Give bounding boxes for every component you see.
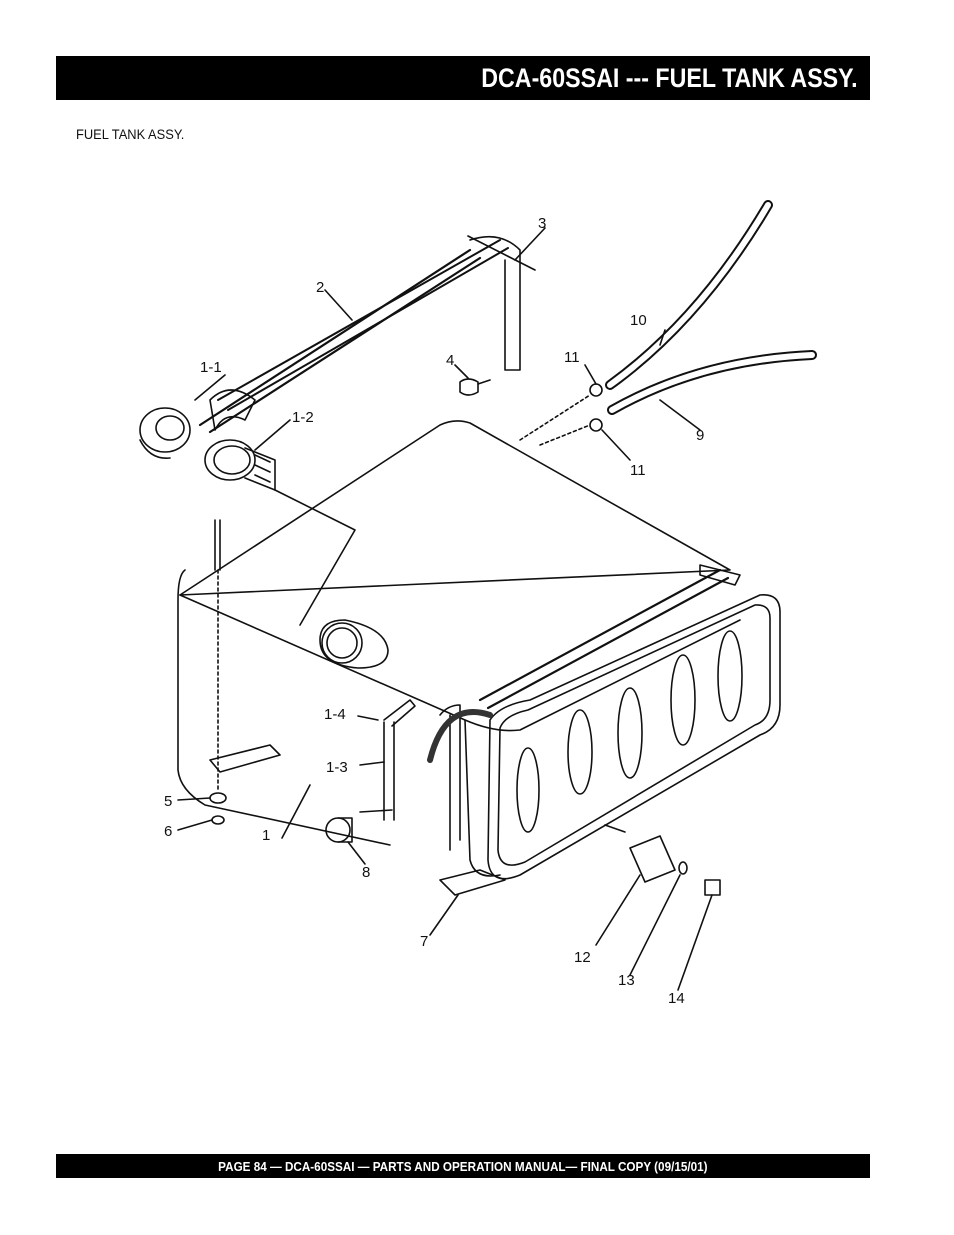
callout-1-1: 1-1 — [200, 359, 222, 376]
callout-12: 12 — [574, 949, 591, 966]
callout-13: 13 — [618, 972, 635, 989]
callout-7: 7 — [420, 933, 428, 950]
fuel-tank-body — [177, 248, 781, 896]
callout-1-2: 1-2 — [292, 409, 314, 426]
footer-bar: PAGE 84 — DCA-60SSAI — PARTS AND OPERATI… — [56, 1154, 870, 1178]
fuel-strainer — [204, 439, 276, 491]
callout-10: 10 — [630, 312, 647, 329]
callout-3: 3 — [538, 215, 546, 232]
callout-4: 4 — [446, 352, 454, 369]
callout-1-3: 1-3 — [326, 759, 348, 776]
callout-9: 9 — [696, 427, 704, 444]
page-title: DCA-60SSAI --- FUEL TANK ASSY. — [481, 62, 858, 93]
callout-1-4: 1-4 — [324, 706, 346, 723]
callout-2: 2 — [316, 279, 324, 296]
callout-11-lower: 11 — [630, 462, 646, 479]
fuel-tank-exploded-diagram: 1 1-1 1-2 1-3 1-4 2 3 4 5 6 7 8 9 10 11 … — [139, 200, 817, 1007]
header-bar: DCA-60SSAI --- FUEL TANK ASSY. — [56, 56, 870, 100]
fuel-cap — [139, 407, 191, 459]
callout-1: 1 — [262, 827, 270, 844]
callout-14: 14 — [668, 990, 685, 1007]
callout-6: 6 — [164, 823, 172, 840]
callout-8: 8 — [362, 864, 370, 881]
callout-5: 5 — [164, 793, 172, 810]
footer-text: PAGE 84 — DCA-60SSAI — PARTS AND OPERATI… — [218, 1158, 708, 1174]
section-caption: FUEL TANK ASSY. — [76, 126, 185, 142]
callout-11-upper: 11 — [564, 349, 580, 366]
